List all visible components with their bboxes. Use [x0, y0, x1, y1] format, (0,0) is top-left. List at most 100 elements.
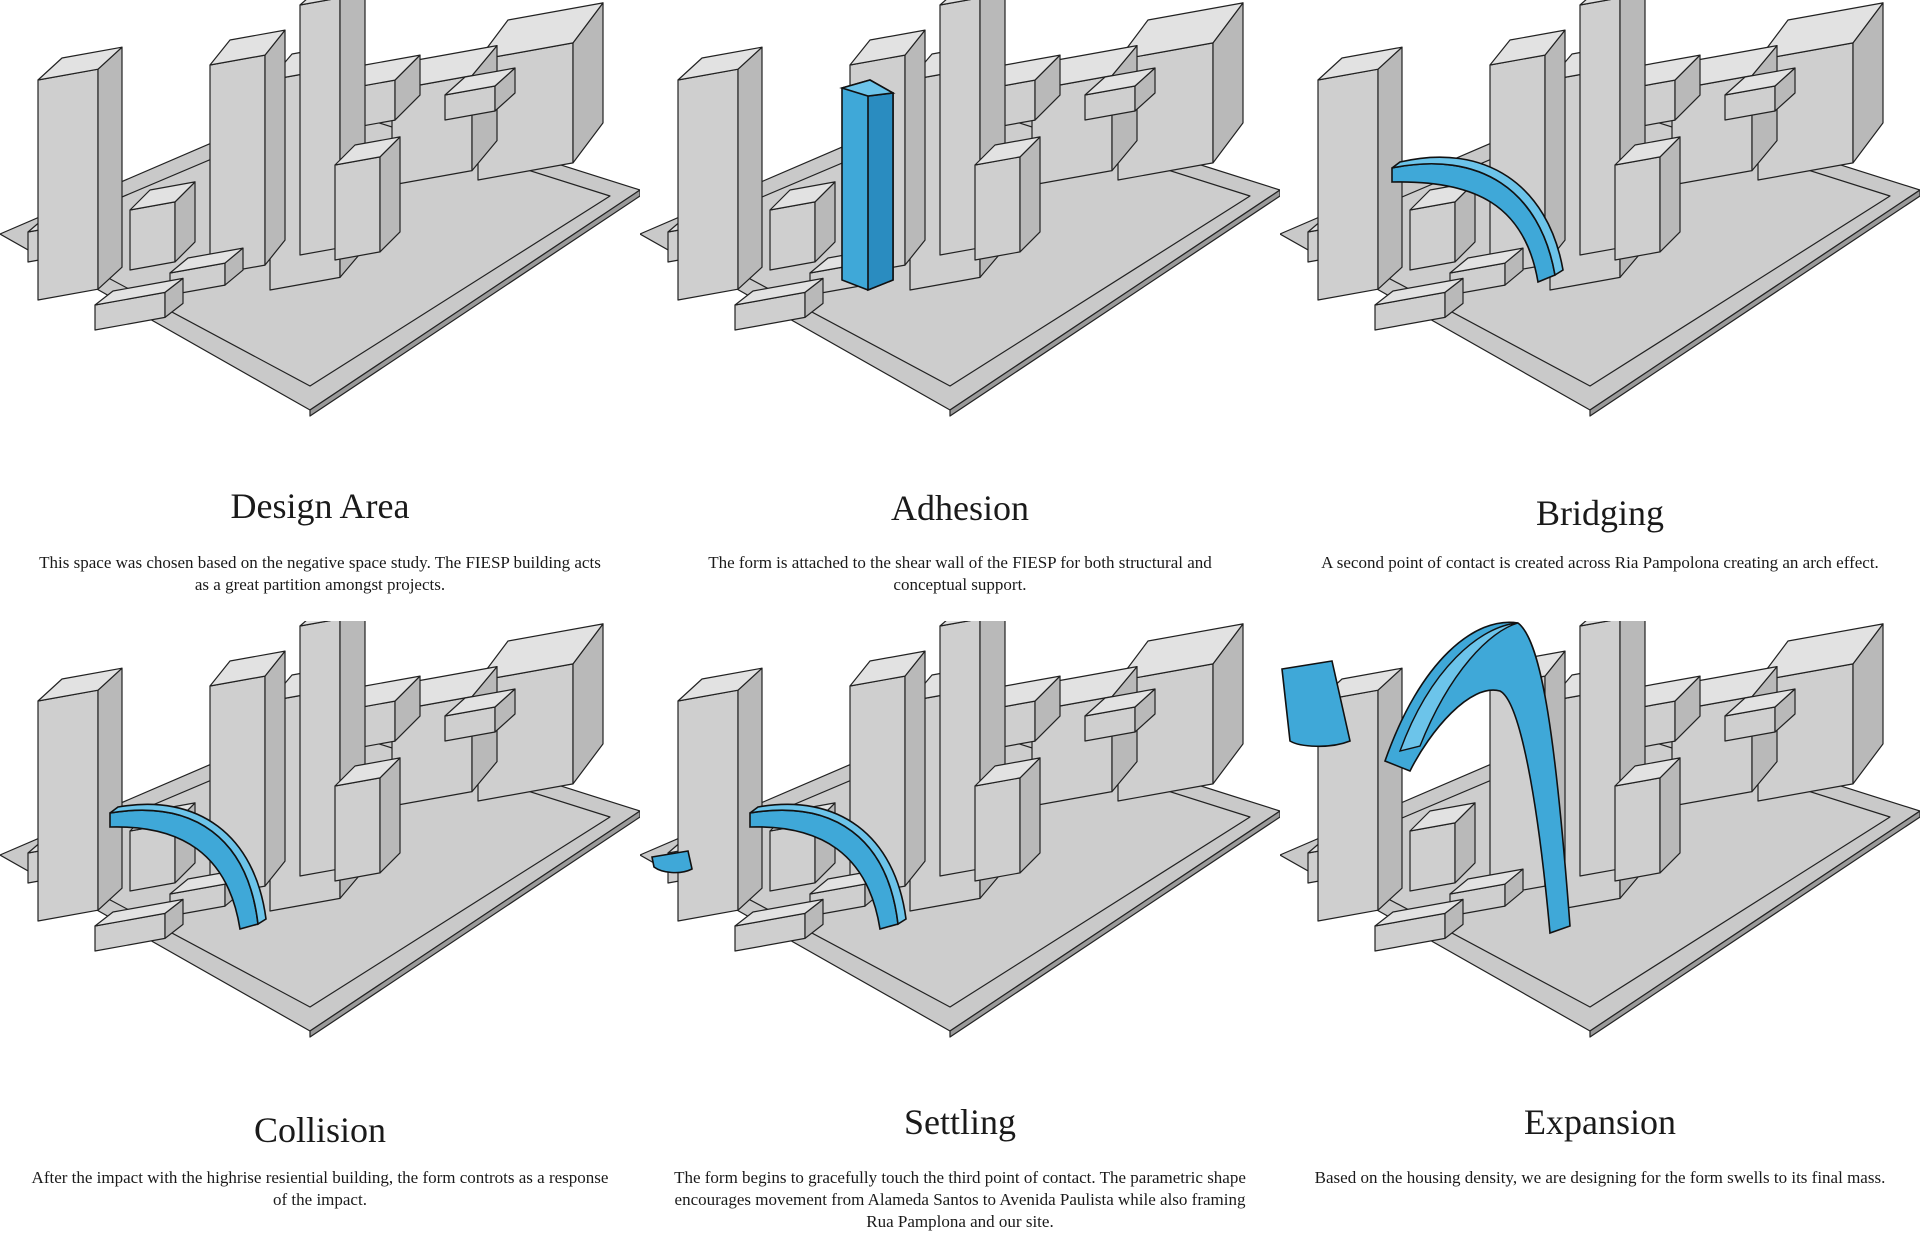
- building-front: [974, 777, 1021, 882]
- building-top: [1579, 621, 1612, 627]
- building-top: [1084, 688, 1156, 717]
- building-front: [299, 0, 341, 256]
- building-front: [1409, 201, 1456, 271]
- massing-model: [640, 621, 1280, 1038]
- panel-design-area: Design Area This space was chosen based …: [0, 0, 640, 621]
- site-ground: [1280, 621, 1920, 1038]
- building-top: [477, 623, 604, 682]
- building-top: [939, 621, 972, 627]
- blue-form-expansion: [1281, 621, 1571, 935]
- building-top: [1757, 2, 1884, 61]
- building-top: [734, 277, 824, 306]
- building-side: [904, 29, 926, 266]
- ground-edge: [309, 189, 640, 417]
- building-front: [209, 54, 266, 276]
- panel-title: Settling: [903, 1102, 1016, 1142]
- site-ground: [640, 0, 1280, 417]
- building-top: [1579, 0, 1612, 6]
- massing-model: [0, 0, 640, 417]
- building-top: [209, 29, 286, 66]
- ground-edge: [1589, 810, 1920, 1038]
- building-top: [734, 898, 824, 927]
- building-top: [334, 136, 401, 166]
- building-front: [677, 68, 739, 301]
- building-side: [97, 667, 123, 911]
- ground-edge: [949, 189, 1280, 417]
- panel-adhesion: Adhesion The form is attached to the she…: [640, 0, 1280, 621]
- building-side: [264, 650, 286, 887]
- building-front: [1409, 822, 1456, 892]
- building-front: [769, 201, 816, 271]
- building-top: [209, 650, 286, 687]
- building-side: [737, 46, 763, 290]
- building-side: [904, 650, 926, 887]
- building-top: [444, 688, 516, 717]
- building-top: [1449, 868, 1524, 895]
- building-top: [1317, 46, 1403, 81]
- building-top: [1724, 688, 1796, 717]
- building-top: [37, 667, 123, 702]
- building-top: [1117, 2, 1244, 61]
- building-front: [129, 201, 176, 271]
- panel-title: Collision: [253, 1110, 387, 1150]
- building-top: [334, 757, 401, 787]
- building-top: [299, 621, 332, 627]
- panel-caption: The form begins to gracefully touch the …: [674, 1168, 1246, 1231]
- building-top: [1614, 136, 1681, 166]
- building-front: [939, 621, 981, 877]
- panel-title: Adhesion: [891, 488, 1029, 528]
- blue-form-arch: [109, 803, 267, 931]
- ground-edge: [1589, 189, 1920, 417]
- building-front: [1317, 68, 1379, 301]
- building-front: [1614, 156, 1661, 261]
- site-ground: [0, 0, 640, 417]
- building-top: [939, 0, 972, 6]
- massing-model: [1280, 621, 1920, 1038]
- building-top: [477, 2, 604, 61]
- massing-model: [0, 621, 640, 1038]
- building-side: [264, 29, 286, 266]
- blue-form-arch: [651, 803, 907, 931]
- building-top: [1757, 623, 1884, 682]
- panel-caption: This space was chosen based on the negat…: [39, 553, 601, 594]
- building-top: [94, 277, 184, 306]
- building-top: [94, 898, 184, 927]
- building-top: [299, 0, 332, 6]
- panel-title: Bridging: [1535, 493, 1664, 533]
- ground-edge: [949, 810, 1280, 1038]
- building-top: [1374, 277, 1464, 306]
- building-top: [1489, 29, 1566, 66]
- building-front: [37, 689, 99, 922]
- site-ground: [0, 621, 640, 1038]
- panel-caption: After the impact with the highrise resie…: [31, 1168, 609, 1209]
- building-top: [677, 46, 763, 81]
- building-top: [1614, 757, 1681, 787]
- building-top: [37, 46, 123, 81]
- building-top: [769, 181, 836, 211]
- building-top: [974, 136, 1041, 166]
- building-top: [444, 67, 516, 96]
- building-top: [974, 757, 1041, 787]
- panel-caption: A second point of contact is created acr…: [1321, 553, 1879, 572]
- building-top: [1374, 898, 1464, 927]
- building-side: [97, 46, 123, 290]
- panel-title: Expansion: [1524, 1102, 1676, 1142]
- building-front: [1579, 621, 1621, 877]
- building-front: [37, 68, 99, 301]
- building-top: [1117, 623, 1244, 682]
- building-front: [677, 689, 739, 922]
- blue-form-arch: [1391, 156, 1564, 284]
- panel-collision: Collision After the impact with the high…: [0, 621, 640, 1242]
- panel-settling: Settling The form begins to gracefully t…: [640, 621, 1280, 1242]
- building-front: [974, 156, 1021, 261]
- building-top: [677, 667, 763, 702]
- building-top: [1084, 67, 1156, 96]
- building-side: [737, 667, 763, 911]
- panel-bridging: Bridging A second point of contact is cr…: [1280, 0, 1920, 621]
- massing-model: [640, 0, 1280, 417]
- blue-form-tower: [839, 79, 896, 292]
- building-front: [334, 777, 381, 882]
- building-top: [1409, 802, 1476, 832]
- building-front: [939, 0, 981, 256]
- site-ground: [1280, 0, 1920, 417]
